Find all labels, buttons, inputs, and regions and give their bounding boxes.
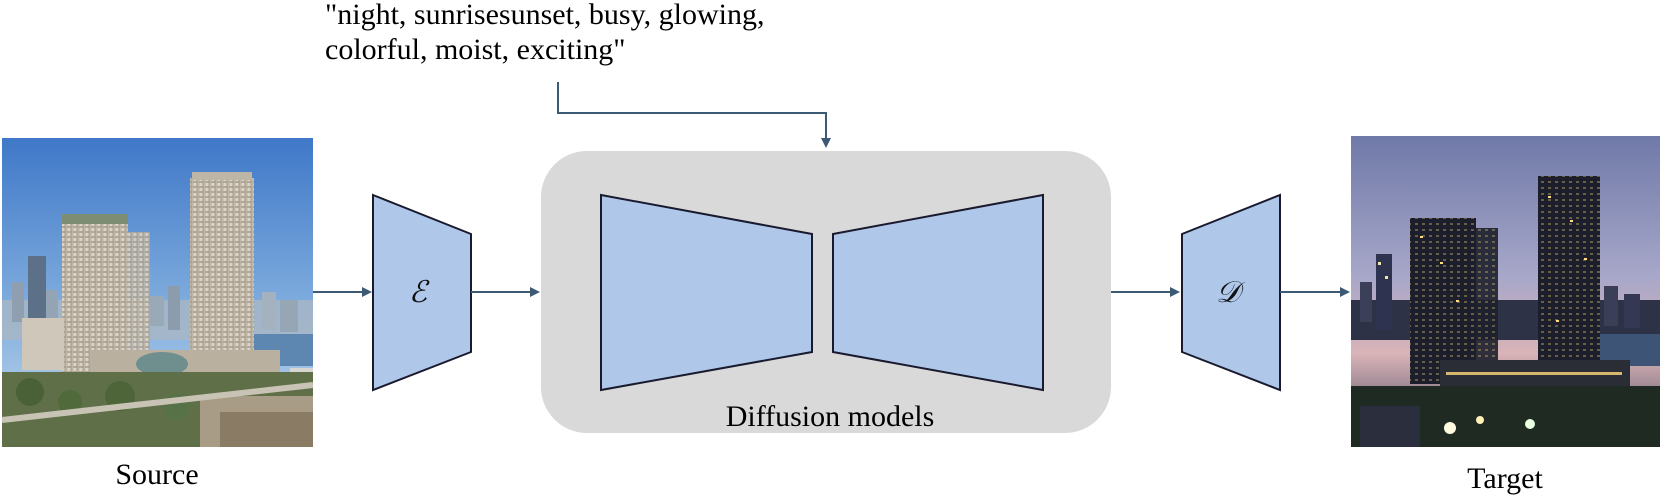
target-image <box>1351 136 1660 447</box>
source-image <box>1 138 314 447</box>
diffusion-models-label: Diffusion models <box>726 400 935 433</box>
encoder-symbol: ℰ <box>409 276 430 309</box>
decoder-block <box>1181 193 1281 392</box>
unet-encoder-block <box>600 193 813 392</box>
prompt-text-line-2: colorful, moist, exciting" <box>325 33 626 66</box>
target-label: Target <box>1467 462 1543 495</box>
unet-decoder-block <box>832 193 1044 392</box>
prompt-text-line-1: "night, sunrisesunset, busy, glowing, <box>325 0 764 31</box>
source-label: Source <box>115 458 198 491</box>
encoder-block <box>372 193 472 392</box>
prompt-to-diffusion-arrow <box>557 82 831 148</box>
